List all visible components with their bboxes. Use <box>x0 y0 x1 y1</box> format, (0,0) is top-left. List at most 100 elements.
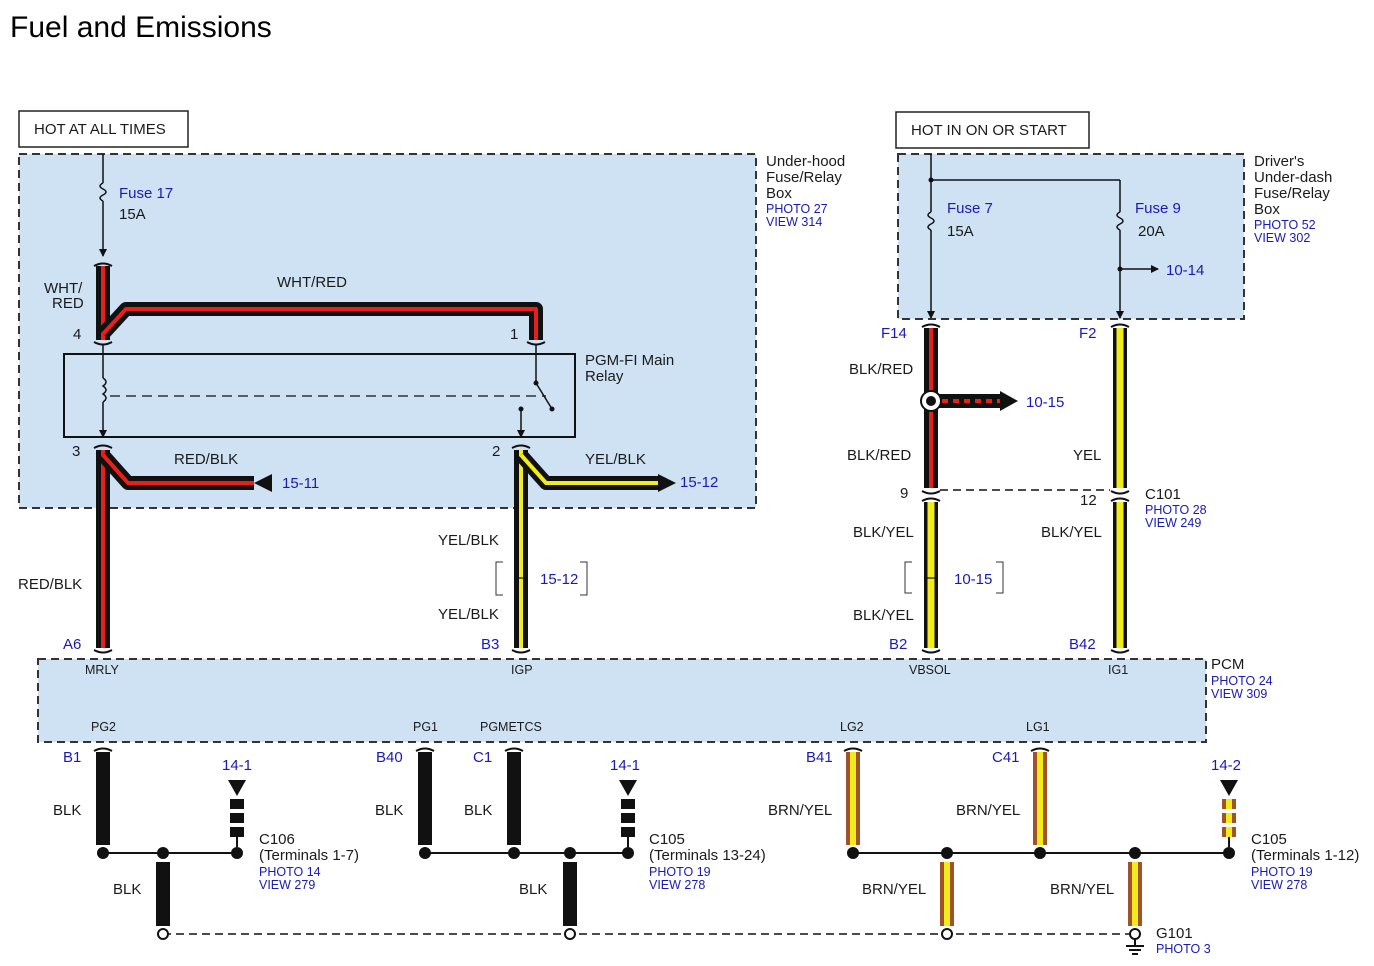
fuse-17 <box>99 154 107 257</box>
svg-text:PHOTO 52: PHOTO 52 <box>1254 218 1316 232</box>
fuse-9-rating: 20A <box>1138 223 1165 240</box>
pcm-name: PCM <box>1211 656 1244 673</box>
blk-label-b1: BLK <box>53 802 81 819</box>
fuse-17-rating: 15A <box>119 206 146 223</box>
brn-yel-label-b41: BRN/YEL <box>768 802 832 819</box>
relay-internals <box>99 344 555 438</box>
c105a-photo: PHOTO 19 <box>649 865 711 879</box>
pin-1: 1 <box>510 326 518 343</box>
pcm-term-a6-name: MRLY <box>85 663 119 677</box>
blk-label-c1: BLK <box>464 802 492 819</box>
c101-pin-12: 12 <box>1080 492 1097 509</box>
page-title: Fuel and Emissions <box>10 11 272 44</box>
yel-blk-label-lower: YEL/BLK <box>438 606 499 623</box>
brn-yel-label-drop-left: BRN/YEL <box>862 881 926 898</box>
ground-symbol <box>1126 939 1144 955</box>
c101-name: C101 <box>1145 486 1181 503</box>
ref-10-14[interactable]: 10-14 <box>1166 262 1204 279</box>
connector-cap-b42 <box>1110 649 1130 654</box>
c105b-name: C105 <box>1251 831 1287 848</box>
blk-red-label-2: BLK/RED <box>847 447 911 464</box>
f2-label: F2 <box>1079 325 1097 342</box>
ref-14-1-b[interactable]: 14-1 <box>610 757 640 774</box>
connector-cap-9-bottom <box>921 497 941 502</box>
fuse-7-name: Fuse 7 <box>947 200 993 217</box>
blk-label-b40: BLK <box>375 802 403 819</box>
c106-ref-connector <box>228 780 246 847</box>
pcm-term-pg2-name: PG2 <box>91 720 116 734</box>
c101-view: VIEW 249 <box>1145 516 1201 530</box>
c105-1-12-ref-connector <box>1220 780 1238 847</box>
wht-red-label: WHT/RED <box>277 274 347 291</box>
c105b-view: VIEW 278 <box>1251 878 1307 892</box>
c101-photo: PHOTO 28 <box>1145 503 1207 517</box>
svg-text:Driver's: Driver's <box>1254 153 1304 170</box>
svg-text:Box: Box <box>766 185 792 202</box>
blk-yel-label-2: BLK/YEL <box>853 607 914 624</box>
c106-photo: PHOTO 14 <box>259 865 321 879</box>
ref-10-15-a[interactable]: 10-15 <box>1026 394 1064 411</box>
ref-15-11[interactable]: 15-11 <box>282 475 319 492</box>
yel-blk-wire <box>514 450 676 648</box>
yel-blk-label-upper: YEL/BLK <box>438 532 499 549</box>
connector-cap-b2 <box>921 649 941 654</box>
brn-yel-label-drop-right: BRN/YEL <box>1050 881 1114 898</box>
splice-10-15-arrow <box>920 390 1018 412</box>
yel-blk-label-top: YEL/BLK <box>585 451 646 468</box>
ref-15-12-a[interactable]: 15-12 <box>680 474 718 491</box>
wht-red-label-2: RED <box>52 295 84 312</box>
svg-text:PHOTO 27: PHOTO 27 <box>766 202 828 216</box>
connector-cap-2 <box>511 444 531 449</box>
pcm-term-b41-id: B41 <box>806 749 833 766</box>
svg-text:VIEW 314: VIEW 314 <box>766 215 822 229</box>
fuse-7-rating: 15A <box>947 223 974 240</box>
pcm-term-b42-name: IG1 <box>1108 663 1128 677</box>
ref-14-2[interactable]: 14-2 <box>1211 757 1241 774</box>
c105a-view: VIEW 278 <box>649 878 705 892</box>
blk-label-mid-drop: BLK <box>519 881 547 898</box>
svg-text:VIEW 302: VIEW 302 <box>1254 231 1310 245</box>
red-blk-wire <box>96 450 272 648</box>
hot-in-on-or-start-label: HOT IN ON OR START <box>911 122 1067 139</box>
hot-at-all-times-box <box>18 110 189 148</box>
splice-dots <box>97 847 1235 859</box>
connector-cap-12-top <box>1110 490 1130 495</box>
underhood-box <box>18 153 757 509</box>
pcm-term-b3-name: IGP <box>511 663 533 677</box>
connector-cap-12-bottom <box>1110 497 1130 502</box>
connector-cap-b3 <box>511 649 531 654</box>
connector-cap-f2 <box>1110 323 1130 328</box>
connector-cap-3 <box>93 444 113 449</box>
ref-10-15-b[interactable]: 10-15 <box>954 571 992 588</box>
connector-cap-4 <box>93 262 113 267</box>
blk-yel-label-1: BLK/YEL <box>853 524 914 541</box>
pcm-term-b1-id: B1 <box>63 749 81 766</box>
pcm-term-pgmetcs-name: PGMETCS <box>480 720 542 734</box>
c105b-terms: (Terminals 1-12) <box>1251 847 1359 864</box>
ref-15-12-b[interactable]: 15-12 <box>540 571 578 588</box>
underdash-box <box>897 153 1245 320</box>
fuse-9 <box>1116 180 1159 319</box>
underhood-label: Under-hood Fuse/Relay Box PHOTO 27 VIEW … <box>766 153 845 229</box>
connector-cap-f14 <box>921 323 941 328</box>
hot-at-all-times-label: HOT AT ALL TIMES <box>34 121 166 138</box>
svg-text:Fuse/Relay: Fuse/Relay <box>1254 185 1330 202</box>
pin-3: 3 <box>72 443 80 460</box>
g101-name: G101 <box>1156 925 1193 942</box>
fuse-9-name: Fuse 9 <box>1135 200 1181 217</box>
pcm-term-b42-id: B42 <box>1069 636 1096 653</box>
pcm-term-b2-id: B2 <box>889 636 907 653</box>
f14-label: F14 <box>881 325 907 342</box>
c105b-photo: PHOTO 19 <box>1251 865 1313 879</box>
ref-14-1-a[interactable]: 14-1 <box>222 757 252 774</box>
connector-cap-c1 <box>504 747 524 752</box>
red-blk-label-top: RED/BLK <box>174 451 238 468</box>
brn-yel-label-c41: BRN/YEL <box>956 802 1020 819</box>
svg-text:Under-dash: Under-dash <box>1254 169 1332 186</box>
connector-cap-a6 <box>93 649 113 654</box>
hot-in-on-or-start-box <box>895 111 1090 149</box>
pcm-view: VIEW 309 <box>1211 687 1267 701</box>
blk-label-left-drop: BLK <box>113 881 141 898</box>
c105a-name: C105 <box>649 831 685 848</box>
